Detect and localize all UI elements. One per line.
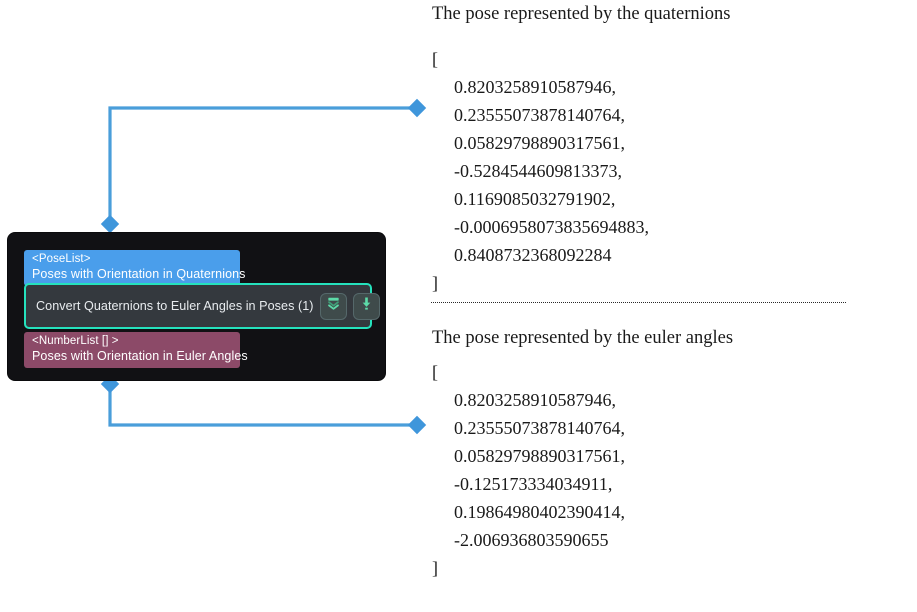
section-divider (431, 302, 846, 303)
quaternion-value: -0.5284544609813373, (454, 161, 622, 181)
input-port-type: <PoseList> (32, 253, 91, 265)
wire-end-diamond-top (407, 98, 427, 118)
quaternion-value: 0.1169085032791902, (454, 189, 616, 209)
wire-end-diamond-bottom (407, 415, 427, 435)
output-port-label: Poses with Orientation in Euler Angles (32, 348, 248, 363)
euler-open-bracket: [ (432, 362, 438, 382)
quaternion-value: 0.23555073878140764, (454, 105, 625, 125)
euler-value: 0.05829798890317561, (454, 446, 625, 466)
wire-input (108, 106, 414, 224)
output-port-type: <NumberList [] > (32, 335, 119, 347)
euler-value: -0.125173334034911, (454, 474, 613, 494)
quaternion-value: -0.0006958073835694883, (454, 217, 649, 237)
input-port-label: Poses with Orientation in Quaternions (32, 266, 246, 281)
collapse-double-chevron-down-icon (326, 296, 341, 316)
quaternion-close-bracket: ] (432, 273, 438, 293)
euler-value: -2.006936803590655 (454, 530, 609, 550)
node-title: Convert Quaternions to Euler Angles in P… (36, 299, 314, 313)
euler-value: 0.8203258910587946, (454, 390, 616, 410)
readout-panel: The pose represented by the quaternions … (431, 0, 901, 612)
execute-arrow-down-icon (359, 296, 374, 316)
node-convert-quaternions-to-euler-angles[interactable]: <PoseList> Poses with Orientation in Qua… (8, 233, 385, 380)
execute-button[interactable] (352, 292, 380, 320)
quaternion-section-title: The pose represented by the quaternions (432, 4, 731, 24)
euler-close-bracket: ] (432, 558, 438, 578)
node-graph-canvas[interactable]: <PoseList> Poses with Orientation in Qua… (0, 0, 430, 612)
collapse-button[interactable] (319, 292, 347, 320)
euler-section-title: The pose represented by the euler angles (432, 328, 734, 348)
node-body[interactable]: Convert Quaternions to Euler Angles in P… (24, 283, 380, 329)
euler-value: 0.19864980402390414, (454, 502, 625, 522)
quaternion-value: 0.05829798890317561, (454, 133, 625, 153)
node-output-port[interactable]: <NumberList [] > Poses with Orientation … (24, 332, 248, 369)
wire-node-diamond-top (100, 214, 120, 234)
quaternion-value: 0.8408732368092284 (454, 245, 612, 265)
quaternion-value: 0.8203258910587946, (454, 77, 616, 97)
euler-value: 0.23555073878140764, (454, 418, 625, 438)
node-input-port[interactable]: <PoseList> Poses with Orientation in Qua… (24, 250, 246, 287)
wire-output (108, 384, 414, 427)
quaternion-value-list: [ 0.8203258910587946, 0.2355507387814076… (432, 45, 649, 297)
quaternion-open-bracket: [ (432, 49, 438, 69)
euler-value-list: [ 0.8203258910587946, 0.2355507387814076… (432, 358, 625, 582)
